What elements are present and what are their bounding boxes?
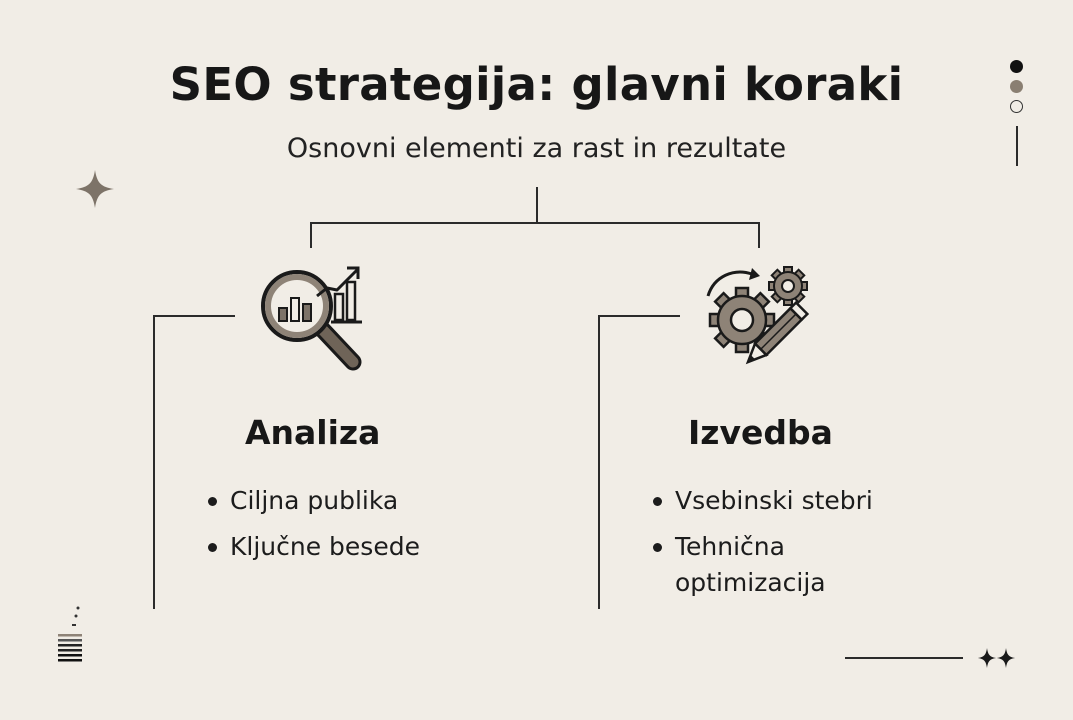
connector-right-drop: [758, 222, 760, 248]
magnifier-chart-icon: [261, 266, 362, 371]
connector-left-drop: [310, 222, 312, 248]
double-sparkle-icon: [978, 648, 1015, 668]
dot-filled-icon: [1010, 60, 1023, 73]
dots-divider: [1016, 126, 1018, 166]
column-bracket-side: [153, 315, 155, 609]
bullet-list-analiza: Ciljna publika Ključne besede: [206, 483, 546, 575]
page-title: SEO strategija: glavni koraki: [169, 58, 904, 111]
dot-accent-icon: [1010, 80, 1023, 93]
dot-outline-icon: [1010, 100, 1023, 113]
gears-pencil-icon: [706, 266, 810, 365]
column-bracket-top: [153, 315, 235, 317]
column-bracket-top: [598, 315, 680, 317]
connector-bar: [310, 222, 759, 224]
decorative-bars-icon: [58, 606, 82, 662]
list-item: Ključne besede: [206, 529, 546, 565]
column-title-izvedba: Izvedba: [688, 413, 833, 452]
footer-line: [845, 657, 963, 659]
list-item: Ciljna publika: [206, 483, 546, 519]
column-title-analiza: Analiza: [245, 413, 381, 452]
bullet-list-izvedba: Vsebinski stebri Tehnična optimizacija: [651, 483, 881, 611]
sparkle-icon: [76, 170, 114, 208]
page-subtitle: Osnovni elementi za rast in rezultate: [286, 133, 787, 164]
connector-stem: [536, 187, 538, 223]
list-item: Tehnična optimizacija: [651, 529, 881, 601]
list-item: Vsebinski stebri: [651, 483, 881, 519]
column-bracket-side: [598, 315, 600, 609]
progress-dots: [1006, 58, 1028, 170]
